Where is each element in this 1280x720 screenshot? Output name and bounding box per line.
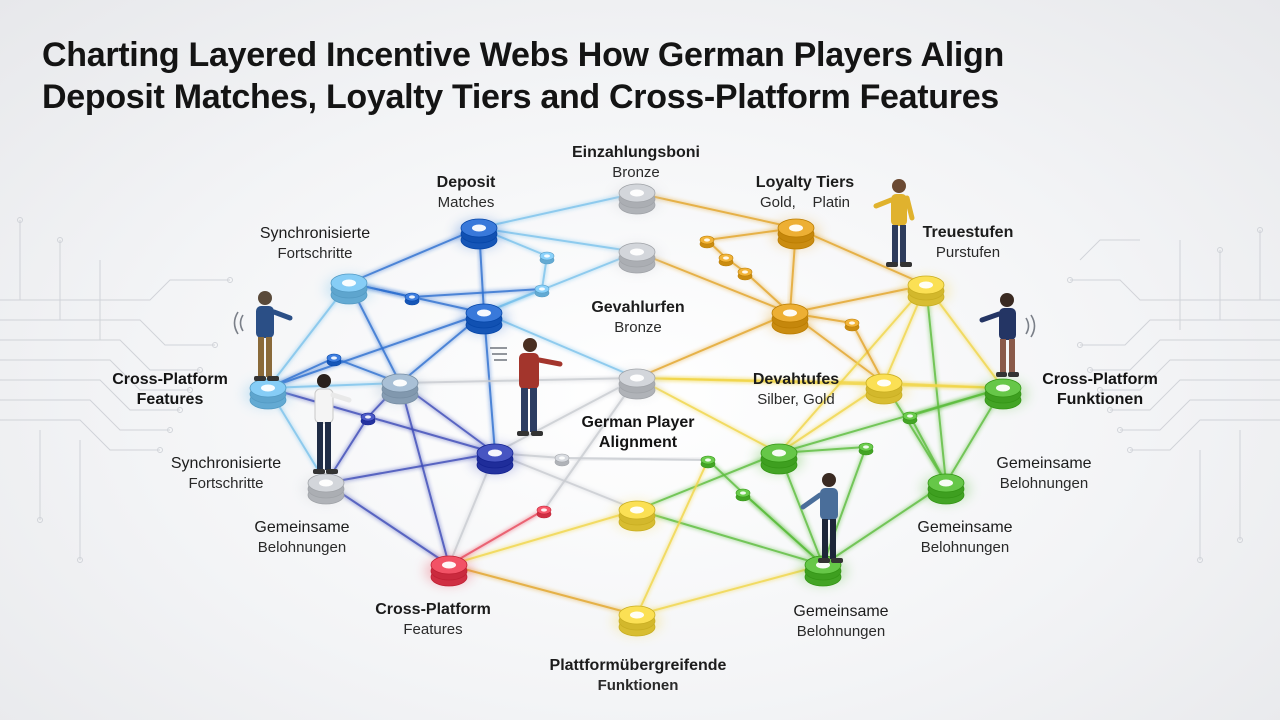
- circuit-decoration-left: [0, 217, 233, 563]
- node-depM: [460, 303, 508, 335]
- edge-s3-s2: [411, 288, 543, 298]
- edge-syncL-red: [325, 482, 450, 566]
- edge-red-yelB: [448, 564, 638, 616]
- edge-yelB-grnB: [636, 564, 824, 616]
- edge-navy-yelM: [494, 452, 638, 511]
- edge-grnB-s15: [742, 492, 824, 566]
- edge-grnR-grnB: [822, 482, 947, 566]
- edge-yelM-red: [448, 509, 638, 566]
- diagram-title: Charting Layered Incentive Webs How Germ…: [42, 34, 1242, 118]
- node-syncL: [302, 473, 350, 505]
- connector-node-s6: [554, 453, 570, 467]
- edge-depM-center: [483, 312, 638, 379]
- edge-einz-loy: [636, 192, 797, 229]
- node-grnR: [922, 473, 970, 505]
- node-gevah: [766, 303, 814, 335]
- person-figure-navy-sweater: [979, 293, 1036, 377]
- connector-node-s10: [737, 267, 753, 281]
- person-figure-white-shirt: [313, 374, 352, 474]
- node-center: [613, 368, 661, 400]
- circuit-decoration-right: [1067, 227, 1280, 563]
- node-einz2: [613, 242, 661, 274]
- edge-grnM-yelM: [636, 452, 780, 511]
- node-cpR: [979, 378, 1027, 410]
- node-dep: [455, 218, 503, 250]
- edge-center-navy: [494, 377, 638, 454]
- edge-treu-grnR: [925, 284, 947, 484]
- node-yelM: [613, 500, 661, 532]
- person-figure-blue-hoodie: [233, 291, 293, 381]
- edge-treu-grnM: [778, 284, 927, 454]
- node-cpL: [244, 378, 292, 410]
- person-figure-gold-jacket: [873, 179, 915, 267]
- edge-cpL-navy: [267, 387, 496, 454]
- connector-node-s2: [534, 284, 550, 298]
- node-grnM: [755, 443, 803, 475]
- node-devah: [860, 373, 908, 405]
- edge-red-s7: [448, 509, 545, 566]
- node-loy: [772, 218, 820, 250]
- connector-node-s8: [699, 235, 715, 249]
- edge-yelM-grnB: [636, 509, 824, 566]
- connector-node-s5: [360, 412, 376, 426]
- edge-einz2-gevah: [636, 251, 791, 314]
- edge-s11-devah: [851, 322, 885, 384]
- connector-node-s1: [539, 251, 555, 265]
- connector-node-s11: [844, 318, 860, 332]
- node-red: [425, 555, 473, 587]
- node-navy: [471, 443, 519, 475]
- edge-s6-s14: [561, 457, 709, 461]
- edge-s12-grnR: [909, 415, 947, 484]
- edge-center-syncM: [399, 377, 638, 384]
- node-syncT: [325, 273, 373, 305]
- connector-node-s3: [404, 292, 420, 306]
- node-einz: [613, 183, 661, 215]
- edge-einz-dep: [478, 192, 638, 229]
- connector-node-s15: [735, 488, 751, 502]
- edge-s7-center: [543, 377, 638, 511]
- edge-depM-cpL: [267, 312, 485, 389]
- connector-node-s9: [718, 253, 734, 267]
- edge-dep-einz2: [478, 227, 638, 253]
- person-figure-green-node: [800, 473, 843, 563]
- edge-gevah-center: [636, 312, 791, 379]
- connector-node-s14: [700, 455, 716, 469]
- node-grnB: [799, 555, 847, 587]
- person-figure-red-sweater: [490, 338, 563, 436]
- connector-node-s4: [326, 353, 342, 367]
- edge-syncM-red: [399, 382, 450, 566]
- node-treu: [902, 275, 950, 307]
- title-line-2: Deposit Matches, Loyalty Tiers and Cross…: [42, 78, 999, 116]
- edge-navy-syncL: [325, 452, 496, 484]
- edge-s14-yelB: [636, 459, 709, 616]
- title-line-1: Charting Layered Incentive Webs How Germ…: [42, 36, 1004, 74]
- connector-node-s12: [902, 411, 918, 425]
- node-syncM: [376, 373, 424, 405]
- connector-node-s7: [536, 505, 552, 519]
- connector-node-s13: [858, 442, 874, 456]
- edge-depM-navy: [483, 312, 496, 454]
- network-nodes: [244, 183, 1027, 637]
- edge-center-grnM: [636, 377, 780, 454]
- node-yelB: [613, 605, 661, 637]
